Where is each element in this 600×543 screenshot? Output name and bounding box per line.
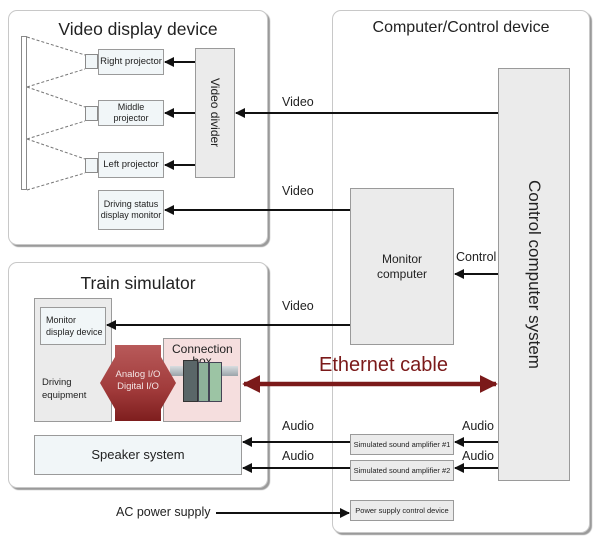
label-video-to-status: Video	[282, 184, 314, 198]
plc-module-icon	[183, 360, 198, 402]
label-audio-right-1: Audio	[462, 419, 494, 433]
label-video-to-monitor-display: Video	[282, 299, 314, 313]
left-projector-lens	[85, 158, 98, 173]
io-label: Analog I/O Digital I/O	[115, 369, 161, 393]
plc-io-module-icon	[198, 362, 209, 402]
driving-status-display-monitor: Driving status display monitor	[98, 190, 164, 230]
projection-screen	[21, 36, 27, 190]
label-audio-left-2: Audio	[282, 449, 314, 463]
label-ethernet-cable: Ethernet cable	[319, 354, 448, 376]
label-audio-left-1: Audio	[282, 419, 314, 433]
label-video-to-divider: Video	[282, 95, 314, 109]
middle-projector-lens	[85, 106, 98, 121]
label-ac-power-supply: AC power supply	[116, 505, 211, 519]
control-computer-system: Control computer system	[498, 68, 570, 481]
label-audio-right-2: Audio	[462, 449, 494, 463]
left-projector: Left projector	[98, 152, 164, 178]
computer-control-device-title: Computer/Control device	[372, 19, 550, 36]
plc-io-module-icon	[209, 362, 222, 402]
train-simulator-title: Train simulator	[80, 273, 196, 293]
label-control: Control	[456, 250, 497, 264]
middle-projector: Middle projector	[98, 100, 164, 126]
simulated-sound-amplifier-2: Simulated sound amplifier #2	[350, 460, 454, 481]
right-projector-lens	[85, 54, 98, 69]
video-display-device-title: Video display device	[58, 19, 218, 39]
video-divider: Video divider	[195, 48, 235, 178]
right-projector: Right projector	[98, 49, 164, 75]
simulated-sound-amplifier-1: Simulated sound amplifier #1	[350, 434, 454, 455]
monitor-computer: Monitor computer	[350, 188, 454, 345]
power-supply-control-device: Power supply control device	[350, 500, 454, 521]
monitor-display-device: Monitor display device	[40, 307, 106, 345]
speaker-system: Speaker system	[34, 435, 242, 475]
